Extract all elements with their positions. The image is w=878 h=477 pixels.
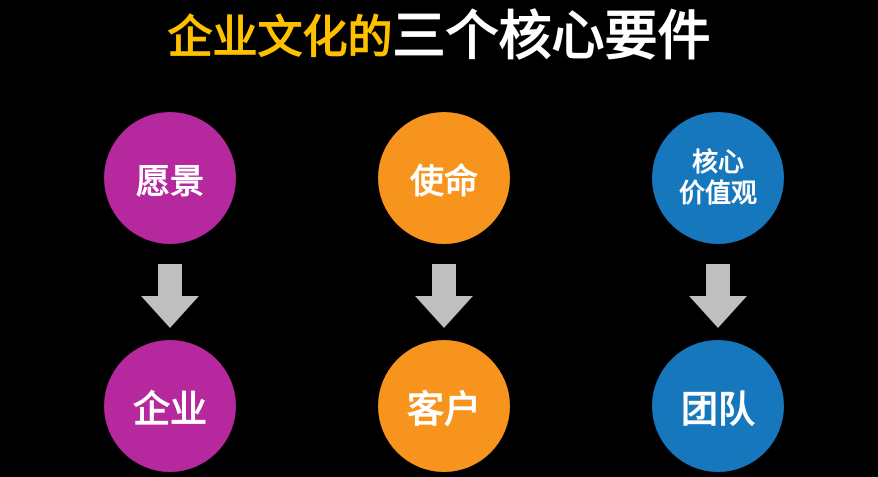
column-core-values: 核心 价值观 团队 — [623, 112, 813, 472]
down-arrow-icon — [141, 264, 199, 328]
title-main: 三个核心要件 — [392, 7, 711, 66]
column-vision: 愿景 企业 — [75, 112, 265, 472]
circle-customer: 客户 — [378, 340, 510, 472]
circle-enterprise-label: 企业 — [133, 389, 207, 430]
circle-vision-label: 愿景 — [136, 162, 204, 201]
circle-customer-label: 客户 — [407, 389, 481, 430]
diagram-columns: 愿景 企业 使命 客户 核心 价值观 — [75, 112, 813, 472]
circle-mission: 使命 — [378, 112, 510, 244]
circle-mission-label: 使命 — [410, 162, 478, 201]
down-arrow-icon — [415, 264, 473, 328]
circle-team: 团队 — [652, 340, 784, 472]
page-title: 企业文化的三个核心要件 — [0, 0, 878, 66]
column-mission: 使命 客户 — [349, 112, 539, 472]
circle-core-values-line2: 价值观 — [678, 178, 757, 208]
circle-core-values-line1: 核心 — [691, 146, 744, 177]
circle-vision: 愿景 — [104, 112, 236, 244]
circle-enterprise: 企业 — [104, 340, 236, 472]
title-highlight: 企业文化的 — [167, 11, 393, 63]
circle-core-values: 核心 价值观 — [652, 112, 784, 244]
down-arrow-icon — [689, 264, 747, 328]
circle-team-label: 团队 — [681, 389, 755, 430]
